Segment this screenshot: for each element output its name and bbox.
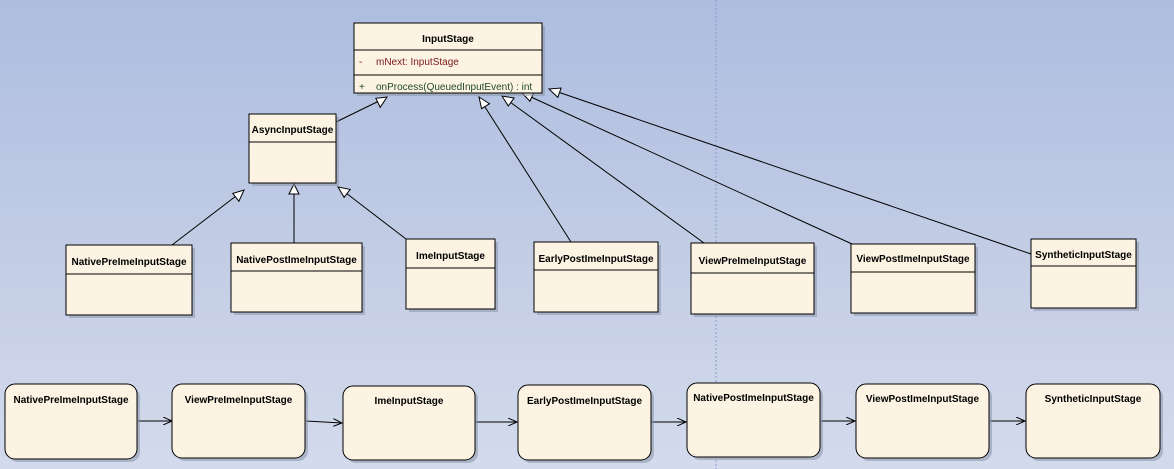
generalization-arrow xyxy=(231,189,245,203)
class-nativepostimeinputstage[interactable]: NativePostImeInputStage xyxy=(230,242,365,315)
stage-name: NativePostImeInputStage xyxy=(693,393,814,404)
pipeline-stage-2[interactable]: ViewPreImeInputStage xyxy=(171,383,308,461)
generalization-arrow xyxy=(478,95,491,110)
edge-viewpreime-to-base xyxy=(509,101,705,244)
stage-name: NativePreImeInputStage xyxy=(13,395,128,406)
generalization-edges xyxy=(171,87,1032,255)
class-viewpostimeinputstage[interactable]: ViewPostImeInputStage xyxy=(850,243,978,316)
edge-viewpostime-to-base xyxy=(530,96,853,245)
edge-ime-to-async xyxy=(345,192,407,240)
class-inputstage[interactable]: InputStage - mNext: InputStage + onProce… xyxy=(353,22,545,96)
edge-async-to-base xyxy=(335,100,380,123)
stage-name: ViewPostImeInputStage xyxy=(866,394,980,405)
class-name: ImeInputStage xyxy=(416,251,485,262)
stage-name: ImeInputStage xyxy=(375,396,444,407)
attribute-mnext: mNext: InputStage xyxy=(376,57,459,68)
edge-synthetic-to-base xyxy=(557,91,1032,255)
class-name: EarlyPostImeInputStage xyxy=(538,254,653,265)
stage-name: EarlyPostImeInputStage xyxy=(527,396,642,407)
attribute-visibility: - xyxy=(359,57,362,68)
stage-name: ViewPreImeInputStage xyxy=(185,395,293,406)
class-name: ViewPostImeInputStage xyxy=(856,254,970,265)
class-syntheticinputstage[interactable]: SyntheticInputStage xyxy=(1030,238,1139,311)
pipeline-flow xyxy=(138,421,1025,423)
pipeline-stage-5[interactable]: NativePostImeInputStage xyxy=(686,382,823,460)
class-name: AsyncInputStage xyxy=(252,125,334,136)
operation-visibility: + xyxy=(359,82,365,93)
pipeline-stage-1[interactable]: NativePreImeInputStage xyxy=(4,383,140,462)
pipeline-stage-6[interactable]: ViewPostImeInputStage xyxy=(855,383,992,461)
edge-nativepreime-to-async xyxy=(171,195,237,246)
generalization-arrow xyxy=(500,95,515,107)
operation-onprocess: onProcess(QueuedInputEvent) : int xyxy=(376,82,532,93)
class-name: NativePreImeInputStage xyxy=(71,257,186,268)
class-asyncinputstage[interactable]: AsyncInputStage xyxy=(248,113,339,186)
stage-name: SyntheticInputStage xyxy=(1045,394,1142,405)
class-imeinputstage[interactable]: ImeInputStage xyxy=(405,238,498,312)
pipeline-stage-7[interactable]: SyntheticInputStage xyxy=(1025,383,1163,461)
generalization-arrow xyxy=(547,87,562,99)
generalization-arrow xyxy=(288,182,300,195)
generalization-arrow xyxy=(337,186,352,199)
class-nativepreimeinputstage[interactable]: NativePreImeInputStage xyxy=(65,244,195,318)
class-name: SyntheticInputStage xyxy=(1035,250,1132,261)
class-name: NativePostImeInputStage xyxy=(236,255,357,266)
pipeline-stage-3[interactable]: ImeInputStage xyxy=(342,385,478,463)
edge-earlypostime-to-base xyxy=(484,106,572,243)
class-name: ViewPreImeInputStage xyxy=(699,256,807,267)
flow-arrow xyxy=(305,421,342,423)
generalization-arrow xyxy=(375,96,389,109)
class-viewpreimeinputstage[interactable]: ViewPreImeInputStage xyxy=(690,242,817,317)
pipeline-stage-4[interactable]: EarlyPostImeInputStage xyxy=(517,384,654,463)
class-earlypostimeinputstage[interactable]: EarlyPostImeInputStage xyxy=(533,241,661,315)
class-name: InputStage xyxy=(422,34,474,45)
